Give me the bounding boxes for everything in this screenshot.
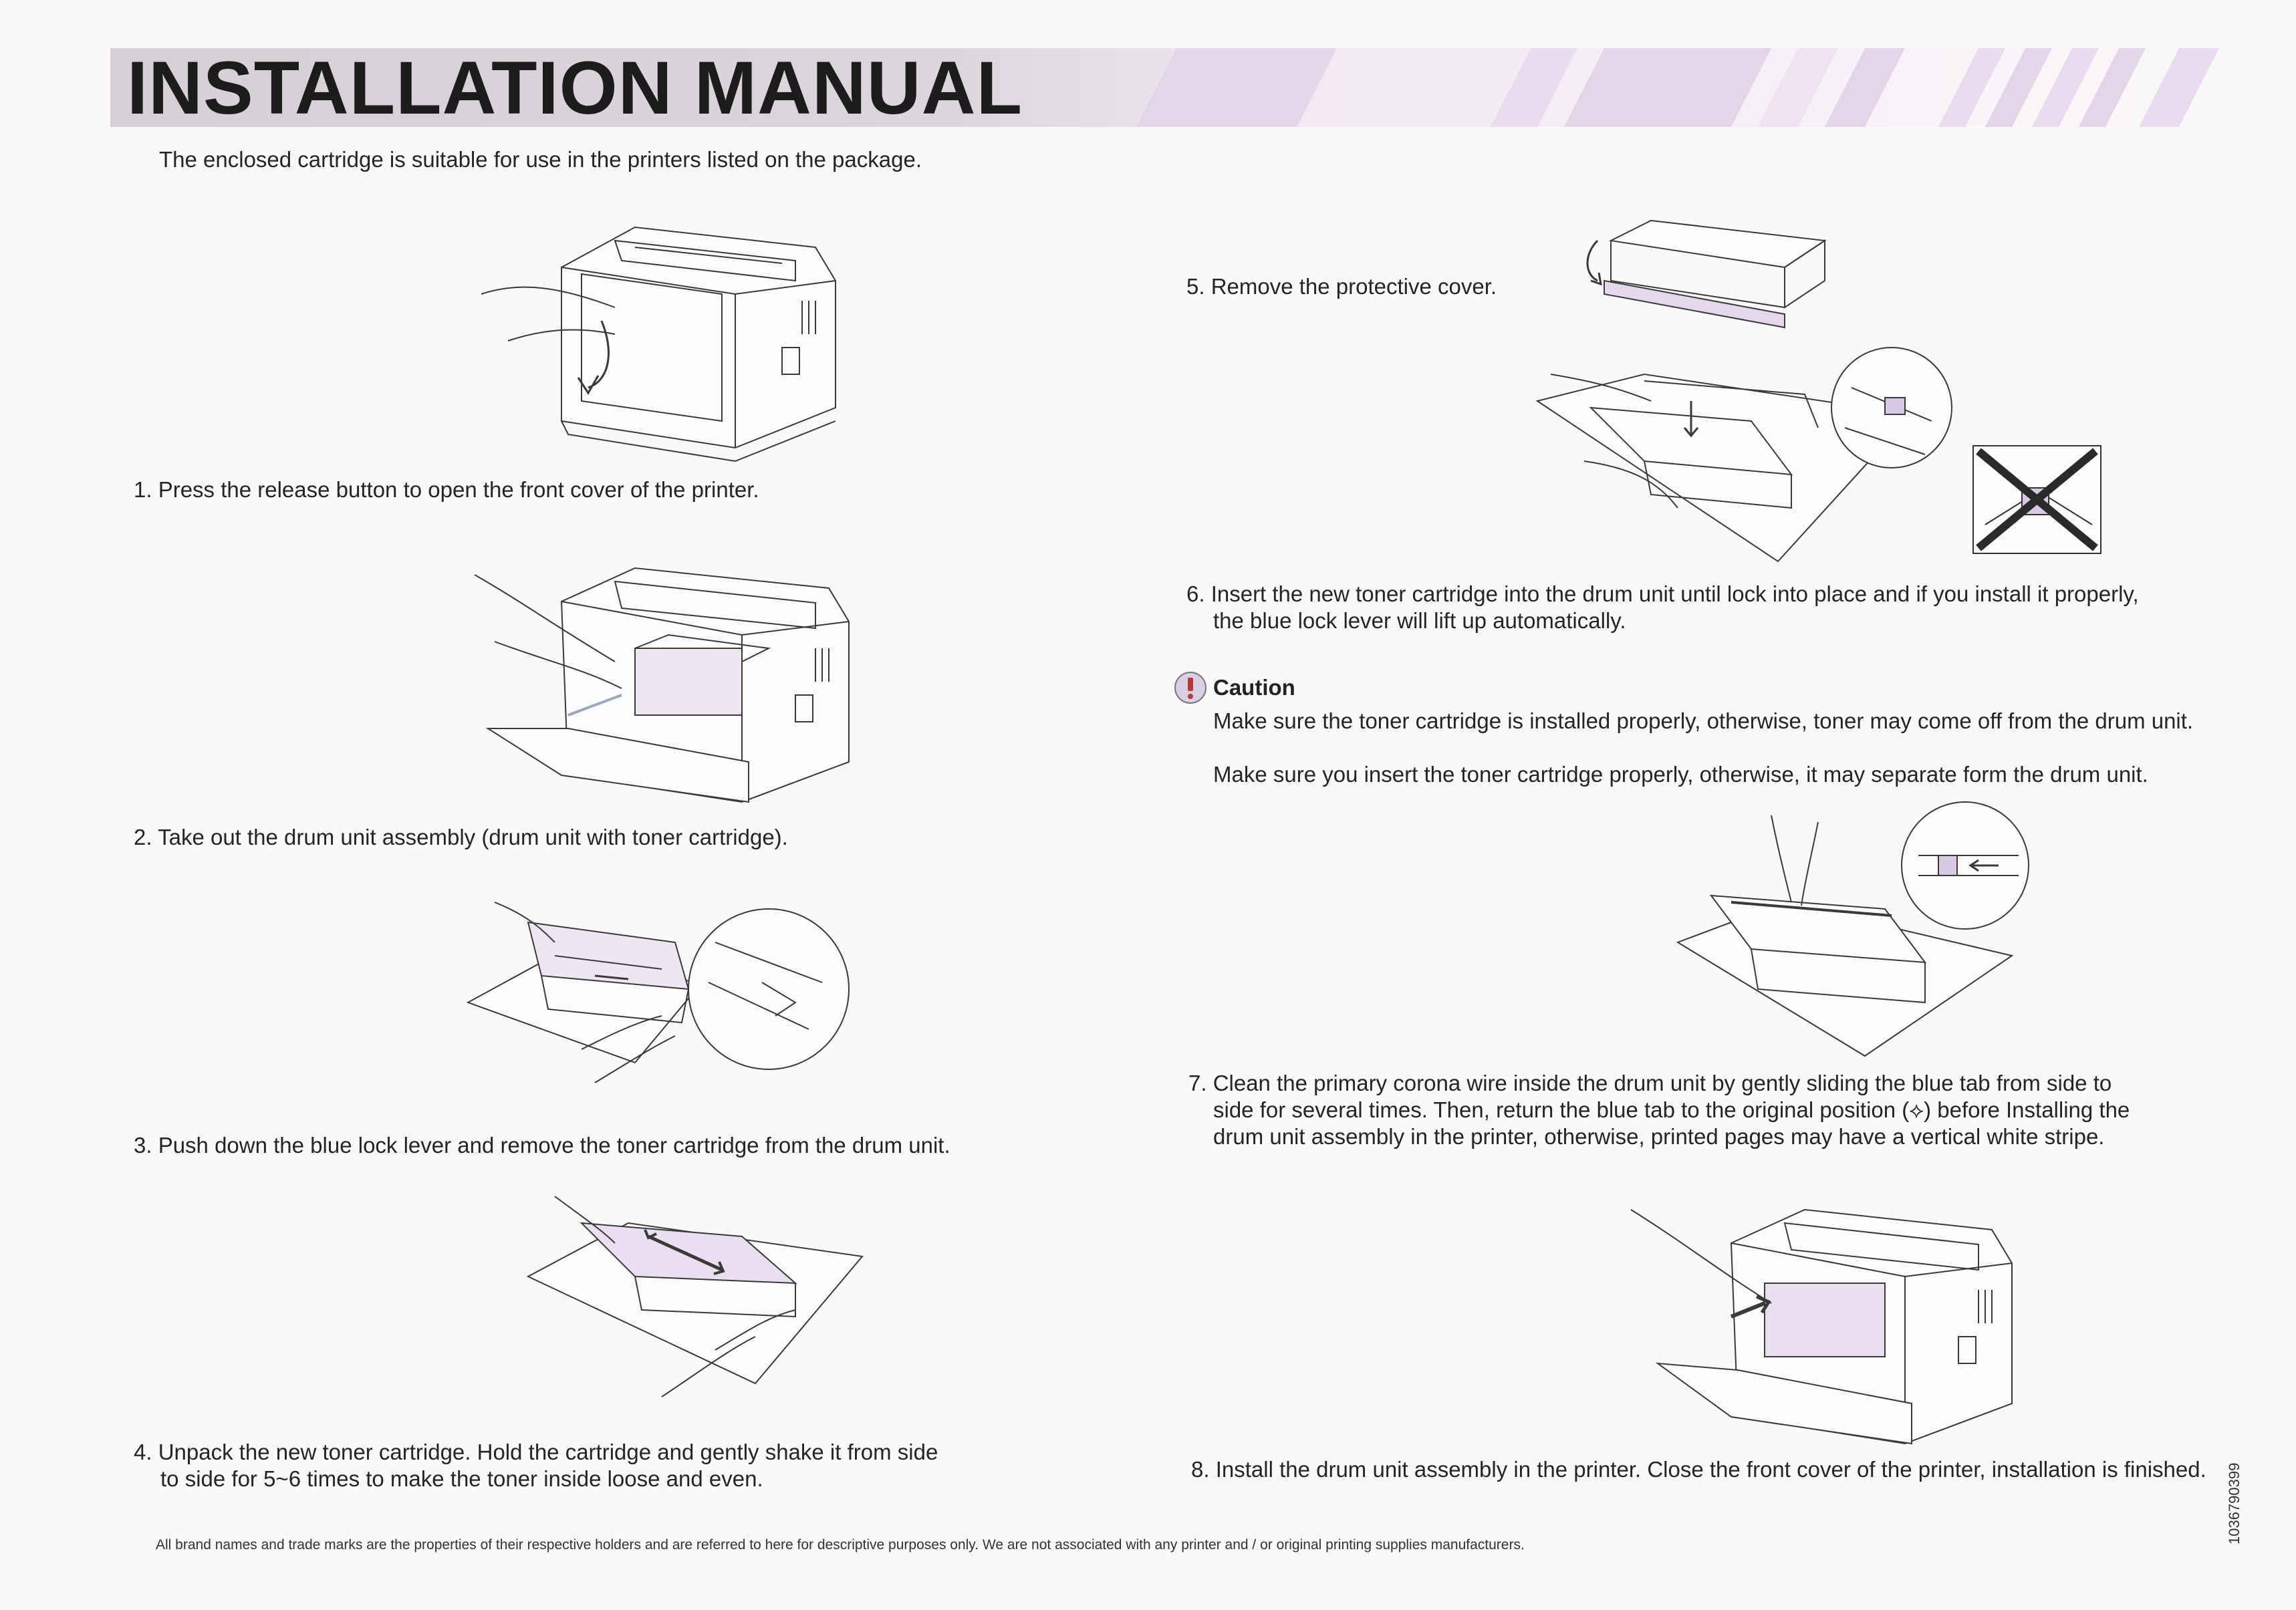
step-4-text-line2: to side for 5~6 times to make the toner … <box>160 1466 763 1491</box>
page-title: INSTALLATION MANUAL <box>127 46 1023 130</box>
intro-text: The enclosed cartridge is suitable for u… <box>159 147 922 172</box>
drum-unit-icon <box>1664 795 2039 1063</box>
step-2-text: 2. Take out the drum unit assembly (drum… <box>134 825 788 849</box>
step-4-text-line1: 4. Unpack the new toner cartridge. Hold … <box>134 1440 938 1464</box>
drum-unit-icon <box>1537 334 1952 568</box>
step-7-text-line3: drum unit assembly in the printer, other… <box>1213 1124 2105 1149</box>
step-7-text-line2: side for several times. Then, return the… <box>1213 1097 2130 1122</box>
title-stripes <box>1136 48 2219 127</box>
step-6-text-line2: the blue lock lever will lift up automat… <box>1213 608 1626 633</box>
footer-disclaimer: All brand names and trade marks are the … <box>156 1537 1525 1553</box>
document-code: 1036790399 <box>2226 1462 2243 1545</box>
toner-cartridge-icon <box>461 902 862 1089</box>
step-6-text-line1: 6. Insert the new toner cartridge into t… <box>1186 581 2139 606</box>
step-1-text: 1. Press the release button to open the … <box>134 477 759 502</box>
caution-line-1: Make sure the toner cartridge is install… <box>1213 708 2194 733</box>
step-3-text: 3. Push down the blue lock lever and rem… <box>134 1133 950 1158</box>
step-5-text: 5. Remove the protective cover. <box>1186 274 1497 299</box>
caution-line-2: Make sure you insert the toner cartridge… <box>1213 762 2148 787</box>
toner-cartridge-icon <box>515 1183 876 1397</box>
step-7-text-line1: 7. Clean the primary corona wire inside … <box>1188 1071 2112 1095</box>
caution-icon <box>1174 672 1206 704</box>
step-8-text: 8. Install the drum unit assembly in the… <box>1191 1457 2206 1482</box>
caution-heading: Caution <box>1213 675 1295 700</box>
cross-out-icon <box>1972 444 2102 555</box>
printer-icon <box>1631 1203 2019 1457</box>
printer-icon <box>481 221 842 461</box>
drum-unit-icon <box>468 561 856 815</box>
toner-cartridge-icon <box>1571 214 1831 348</box>
